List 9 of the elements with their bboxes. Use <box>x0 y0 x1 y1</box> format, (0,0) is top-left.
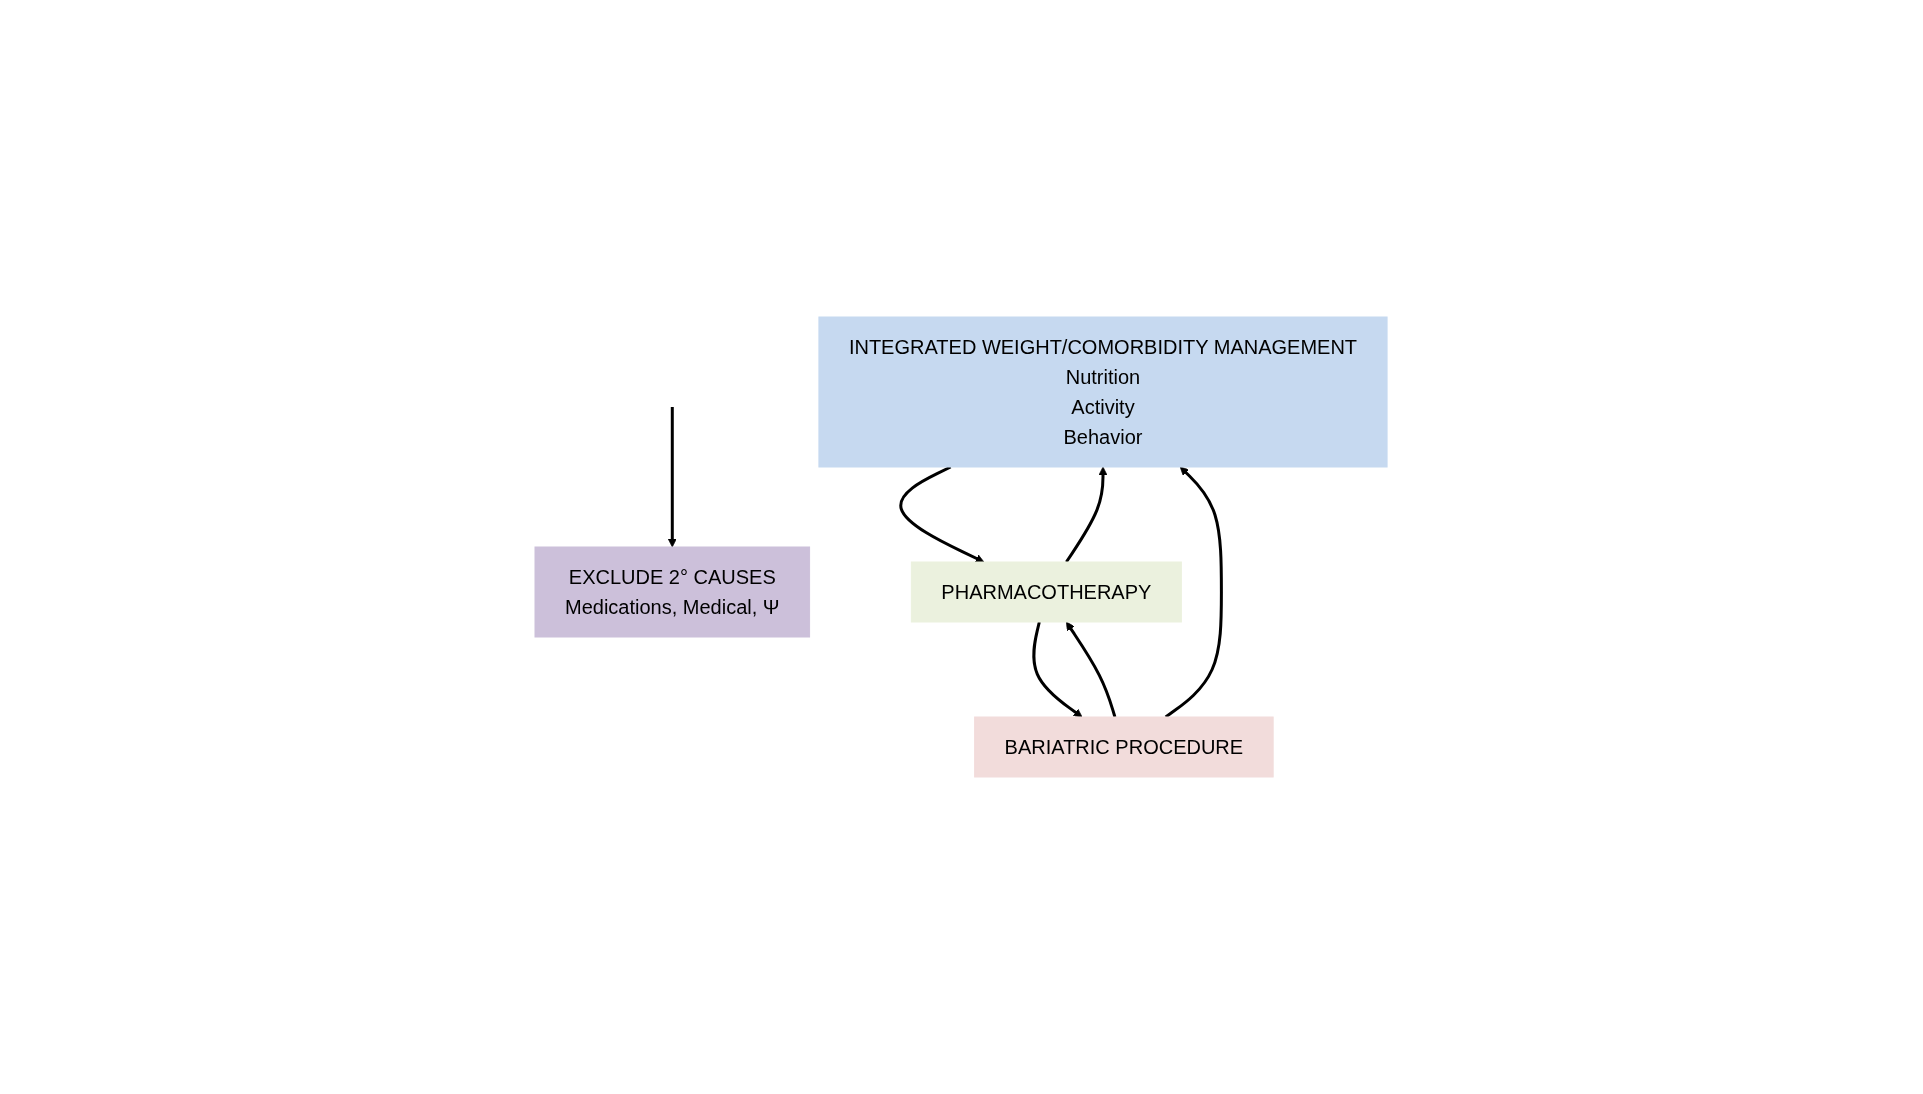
node-box: PHARMACOTHERAPY <box>911 561 1183 623</box>
arrow <box>1165 466 1224 719</box>
arrow <box>668 407 678 548</box>
arrow <box>1066 621 1117 718</box>
node-box: BARIATRIC PROCEDURE <box>974 716 1275 778</box>
node-box: INTEGRATED WEIGHT/COMORBIDITY MANAGEMENT Nutrition Activity Behavior <box>818 316 1389 468</box>
arrow <box>1032 621 1083 718</box>
node-box: EXCLUDE 2° CAUSES Medications, Medical, Ψ <box>534 546 811 638</box>
arrow <box>1065 466 1108 563</box>
